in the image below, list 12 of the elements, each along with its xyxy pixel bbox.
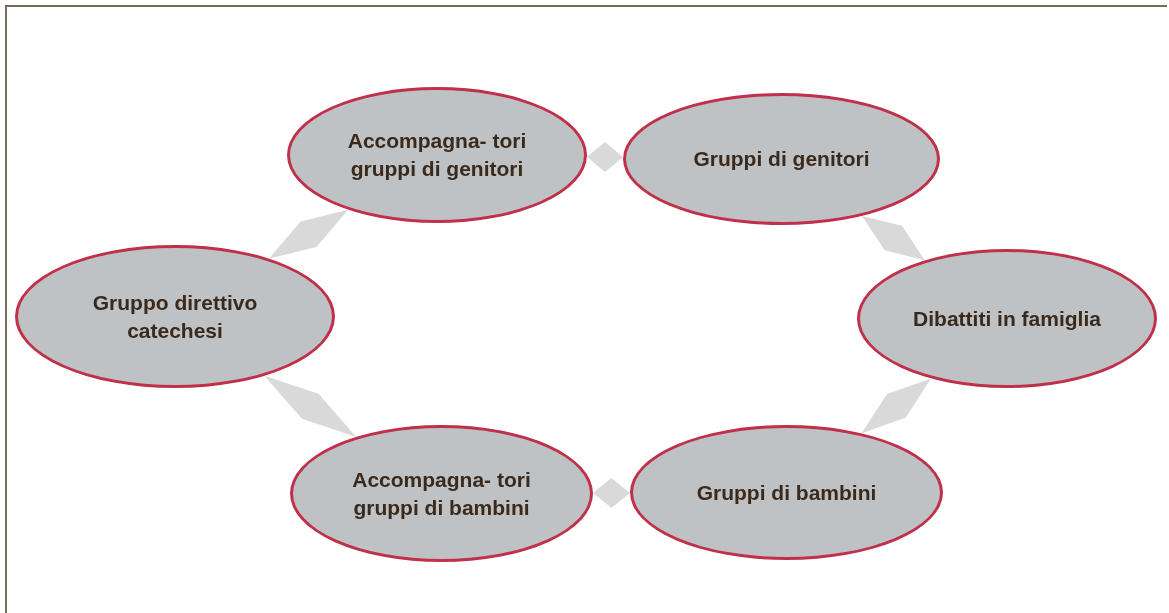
connector: [593, 478, 630, 508]
connector: [264, 375, 357, 437]
node-label: Accompagna- tori gruppi di bambini: [351, 466, 532, 521]
connector: [586, 141, 624, 172]
node-label: Gruppo direttivo catechesi: [91, 289, 259, 344]
connector: [268, 209, 349, 259]
node-label: Gruppi di bambini: [696, 479, 877, 506]
node-label: Gruppi di genitori: [693, 146, 870, 172]
connector: [861, 378, 932, 434]
node-label: Accompagna- tori gruppi di genitori: [346, 128, 528, 182]
node-label: Dibattiti in famiglia: [913, 305, 1101, 332]
connector: [861, 215, 925, 261]
